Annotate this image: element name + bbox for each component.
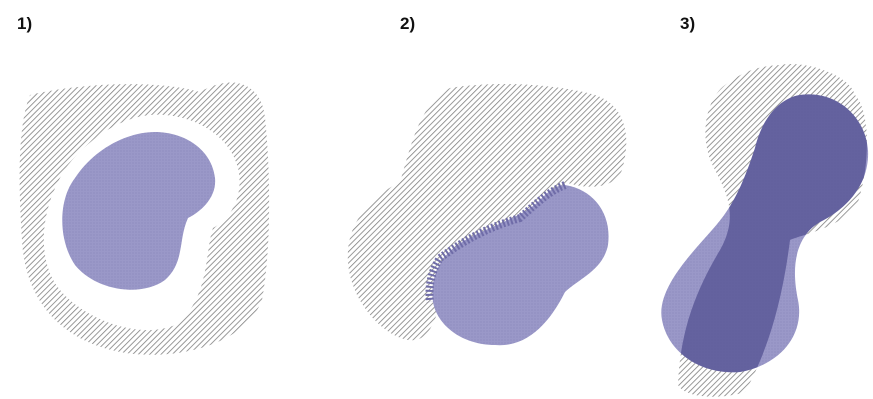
panel-2-diagram — [348, 84, 626, 345]
panel-3-diagram — [661, 64, 868, 397]
overlap-region — [661, 94, 868, 372]
panel-1-diagram — [20, 83, 270, 355]
